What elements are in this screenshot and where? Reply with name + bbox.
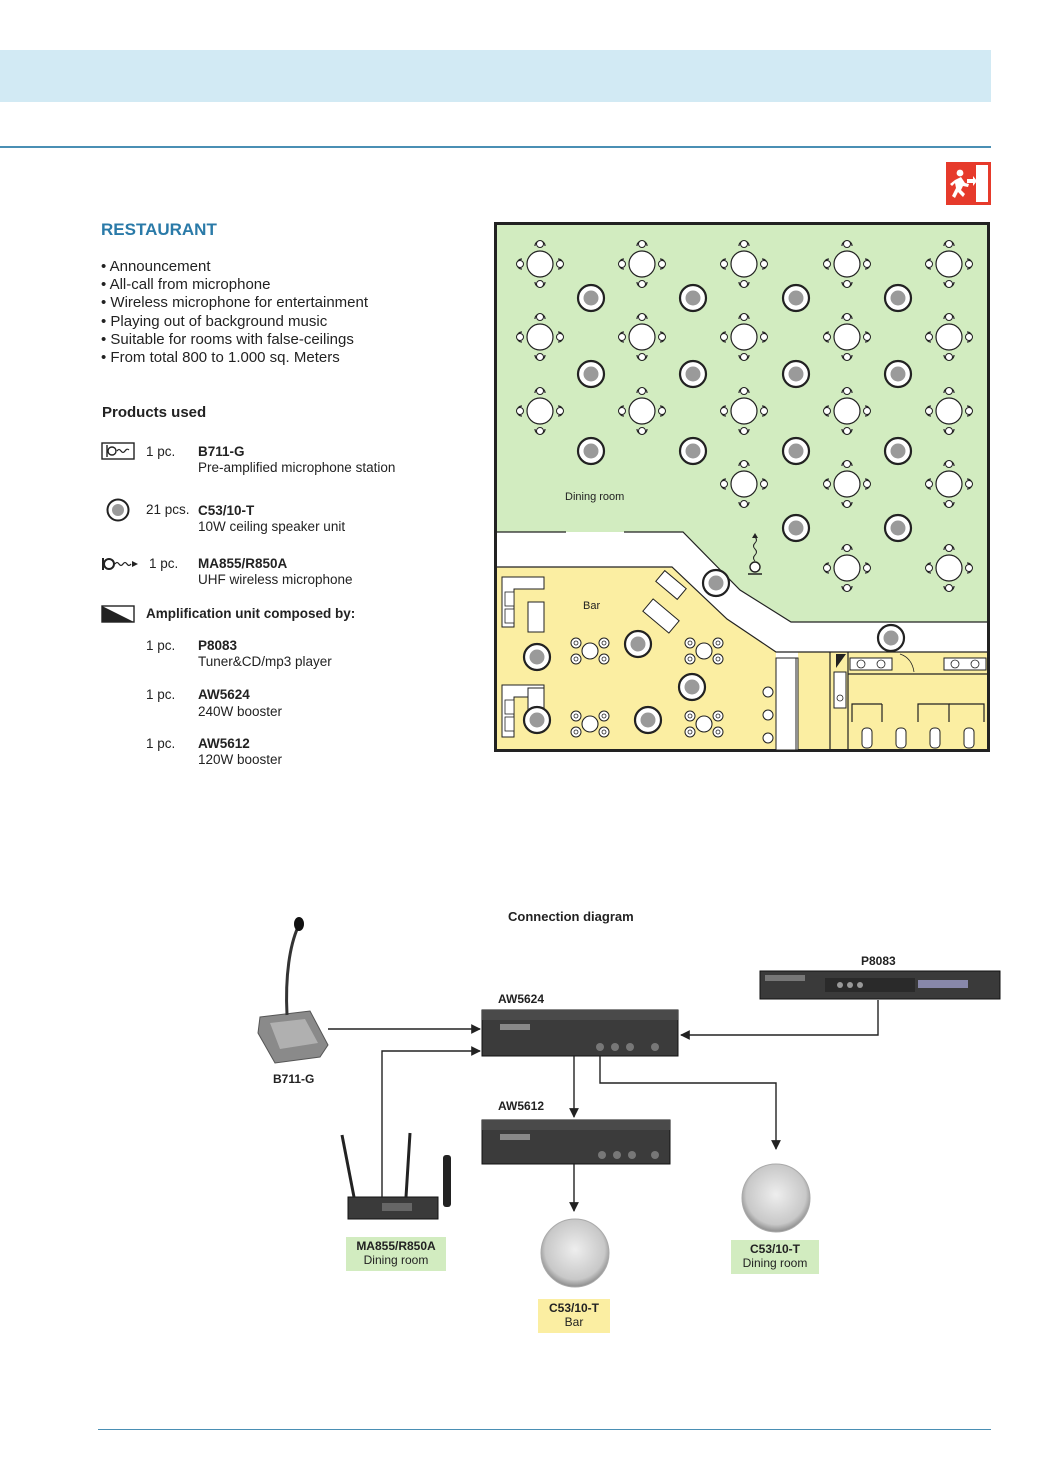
amplifier-icon bbox=[101, 605, 135, 623]
product-desc: 120W booster bbox=[198, 752, 283, 767]
tag-room: Bar bbox=[564, 1315, 584, 1329]
header-band bbox=[0, 50, 991, 102]
microphone-station-icon bbox=[101, 442, 135, 460]
diagram-title: Connection diagram bbox=[508, 909, 634, 924]
feature-item: • Wireless microphone for entertainment bbox=[101, 294, 369, 312]
product-qty: 1 pc. bbox=[146, 638, 176, 653]
tag-room: Dining room bbox=[363, 1253, 429, 1267]
feature-item: • From total 800 to 1.000 sq. Meters bbox=[101, 349, 340, 367]
amplification-heading: Amplification unit composed by: bbox=[146, 606, 356, 621]
b711g-microphone bbox=[257, 917, 329, 1064]
speaker-bar-tag: C53/10-T Bar bbox=[538, 1299, 610, 1333]
product-name: B711-G bbox=[198, 444, 245, 459]
emergency-exit-icon bbox=[946, 162, 991, 205]
feature-item: • Announcement bbox=[101, 258, 211, 275]
product-qty: 1 pc. bbox=[146, 687, 176, 702]
wireless-receiver bbox=[340, 1132, 451, 1220]
aw5612-label: AW5612 bbox=[498, 1099, 545, 1113]
feature-list: • Announcement • All-call from microphon… bbox=[101, 258, 368, 367]
ceiling-speaker-bar bbox=[540, 1218, 610, 1288]
restaurant-floor-plan: Dining room Bar bbox=[494, 222, 990, 752]
product-qty: 1 pc. bbox=[146, 736, 176, 751]
wireless-mic-marker bbox=[748, 533, 762, 575]
b711g-label: B711-G bbox=[273, 1072, 315, 1086]
product-qty: 1 pc. bbox=[149, 556, 179, 571]
connection-lines bbox=[328, 1000, 879, 1212]
tag-name: C53/10-T bbox=[548, 1301, 600, 1315]
wireless-mic-tag: MA855/R850A Dining room bbox=[346, 1237, 446, 1271]
product-qty: 21 pcs. bbox=[146, 502, 190, 517]
product-desc: UHF wireless microphone bbox=[198, 572, 353, 587]
aw5612-booster bbox=[481, 1119, 671, 1165]
header-rule bbox=[0, 146, 991, 148]
product-name: P8083 bbox=[198, 638, 238, 653]
product-name: C53/10-T bbox=[198, 503, 255, 518]
tag-room: Dining room bbox=[742, 1256, 808, 1270]
footer-rule bbox=[98, 1429, 991, 1430]
product-name: MA855/R850A bbox=[198, 556, 288, 571]
product-desc: Tuner&CD/mp3 player bbox=[198, 654, 332, 669]
product-name: AW5612 bbox=[198, 736, 250, 751]
ceiling-speaker-icon bbox=[106, 498, 130, 522]
connection-diagram bbox=[257, 917, 1001, 1288]
product-qty: 1 pc. bbox=[146, 444, 176, 459]
product-name: AW5624 bbox=[198, 687, 250, 702]
tag-name: MA855/R850A bbox=[356, 1239, 436, 1253]
aw5624-label: AW5624 bbox=[498, 992, 545, 1006]
feature-item: • Playing out of background music bbox=[101, 312, 328, 330]
section-title: RESTAURANT bbox=[101, 220, 217, 239]
bar-label: Bar bbox=[583, 600, 600, 612]
feature-item: • Suitable for rooms with false-ceilings bbox=[101, 330, 354, 348]
products-heading: Products used bbox=[102, 404, 207, 421]
ceiling-speaker-dining bbox=[741, 1163, 811, 1233]
speaker-dining-tag: C53/10-T Dining room bbox=[731, 1240, 819, 1274]
tag-name: C53/10-T bbox=[749, 1242, 801, 1256]
aw5624-booster bbox=[481, 1009, 679, 1057]
dining-room-label: Dining room bbox=[565, 491, 624, 503]
wireless-microphone-icon bbox=[102, 558, 138, 570]
product-desc: 240W booster bbox=[198, 704, 283, 719]
product-desc: 10W ceiling speaker unit bbox=[198, 519, 346, 534]
restroom-fixtures bbox=[833, 653, 987, 749]
p8083-label: P8083 bbox=[861, 954, 896, 968]
product-desc: Pre-amplified microphone station bbox=[198, 460, 396, 475]
feature-item: • All-call from microphone bbox=[101, 276, 271, 294]
p8083-player bbox=[759, 970, 1001, 1000]
